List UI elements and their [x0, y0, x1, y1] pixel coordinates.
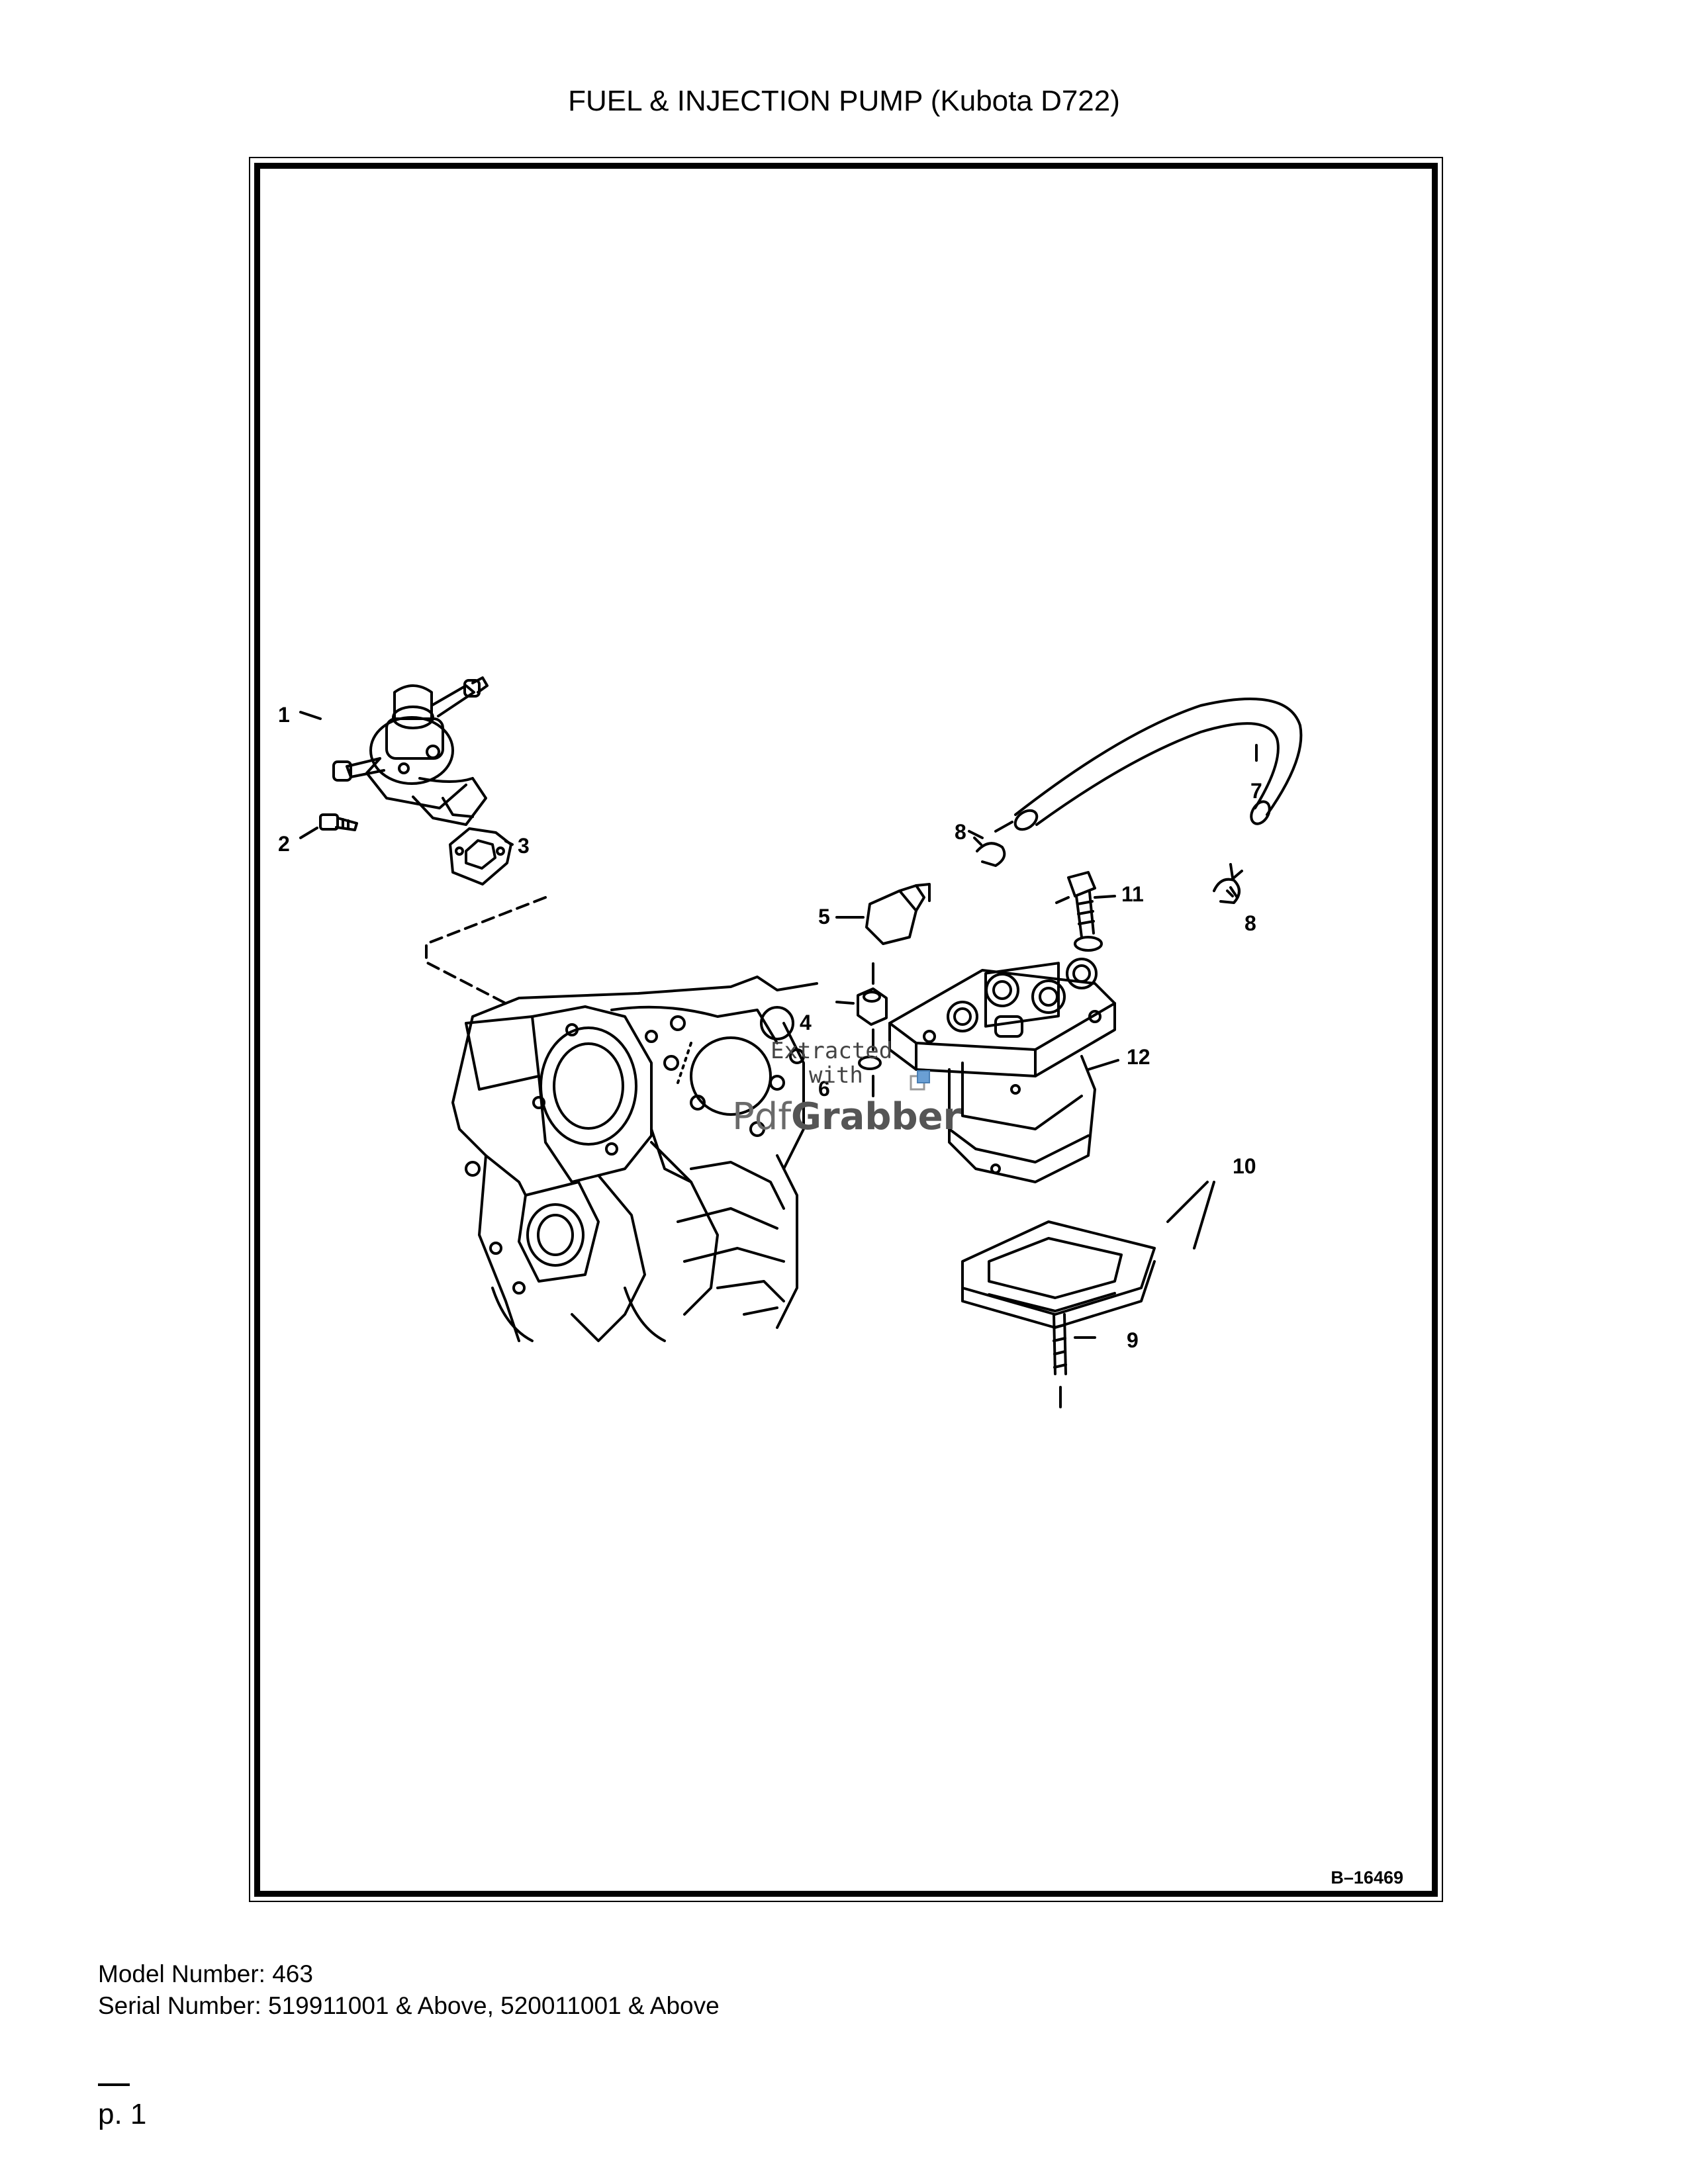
- watermark-brand-a: Pdf: [732, 1095, 792, 1138]
- page-number-rule: [98, 2083, 130, 2086]
- page-number: p. 1: [98, 2098, 147, 2130]
- exploded-parts-diagram: 1 2 3 4 5 6 7 8 8 9 10 11 12 Extracted w…: [278, 676, 1303, 1408]
- leader-lines: [299, 711, 1258, 1339]
- watermark-brand-b: Grabber: [791, 1095, 962, 1138]
- nut-4: [857, 987, 888, 1026]
- callout-12: 12: [1127, 1045, 1150, 1069]
- stud-9: [1053, 1313, 1067, 1408]
- bolt-2: [319, 813, 358, 831]
- engine-block: [451, 976, 818, 1342]
- callout-8a: 8: [955, 820, 966, 844]
- watermark-line-1: Extracted: [771, 1038, 892, 1064]
- callout-8b: 8: [1244, 911, 1256, 935]
- callout-3: 3: [518, 834, 530, 858]
- callout-6: 6: [818, 1077, 830, 1101]
- washer-6: [858, 1056, 882, 1070]
- callout-7: 7: [1250, 779, 1262, 803]
- page-title: FUEL & INJECTION PUMP (Kubota D722): [568, 85, 1120, 117]
- callout-2: 2: [278, 832, 290, 856]
- watermark-brand: PdfGrabber: [732, 1095, 962, 1138]
- diagram-frame: [254, 163, 1438, 1897]
- gaskets-10: [961, 1220, 1156, 1329]
- callout-10: 10: [1233, 1154, 1256, 1178]
- callout-5: 5: [818, 905, 830, 929]
- model-number: Model Number: 463: [98, 1960, 313, 1987]
- injection-pump-12: [888, 958, 1116, 1183]
- callout-9: 9: [1127, 1328, 1139, 1352]
- callout-4: 4: [800, 1011, 812, 1034]
- hose-clamp-8a: [973, 837, 1006, 867]
- serial-number: Serial Number: 519911001 & Above, 520011…: [98, 1992, 720, 2019]
- diagram-frame-outer: [249, 157, 1443, 1902]
- gasket-3: [449, 827, 512, 886]
- callout-labels: 1 2 3 4 5 6 7 8 8 9 10 11 12: [278, 703, 1262, 1352]
- fitting-5: [865, 883, 931, 945]
- watermark-logo-icon: [910, 1070, 930, 1091]
- callout-1: 1: [278, 703, 290, 727]
- bolt-11: [1067, 871, 1103, 952]
- pdfgrabber-watermark: Extracted with PdfGrabber: [732, 1038, 962, 1138]
- fuel-hose-7: [1013, 698, 1303, 831]
- figure-id: B–16469: [1331, 1868, 1403, 1888]
- fuel-pump: [332, 676, 489, 826]
- watermark-line-2: with: [809, 1062, 863, 1089]
- callout-11: 11: [1121, 882, 1144, 906]
